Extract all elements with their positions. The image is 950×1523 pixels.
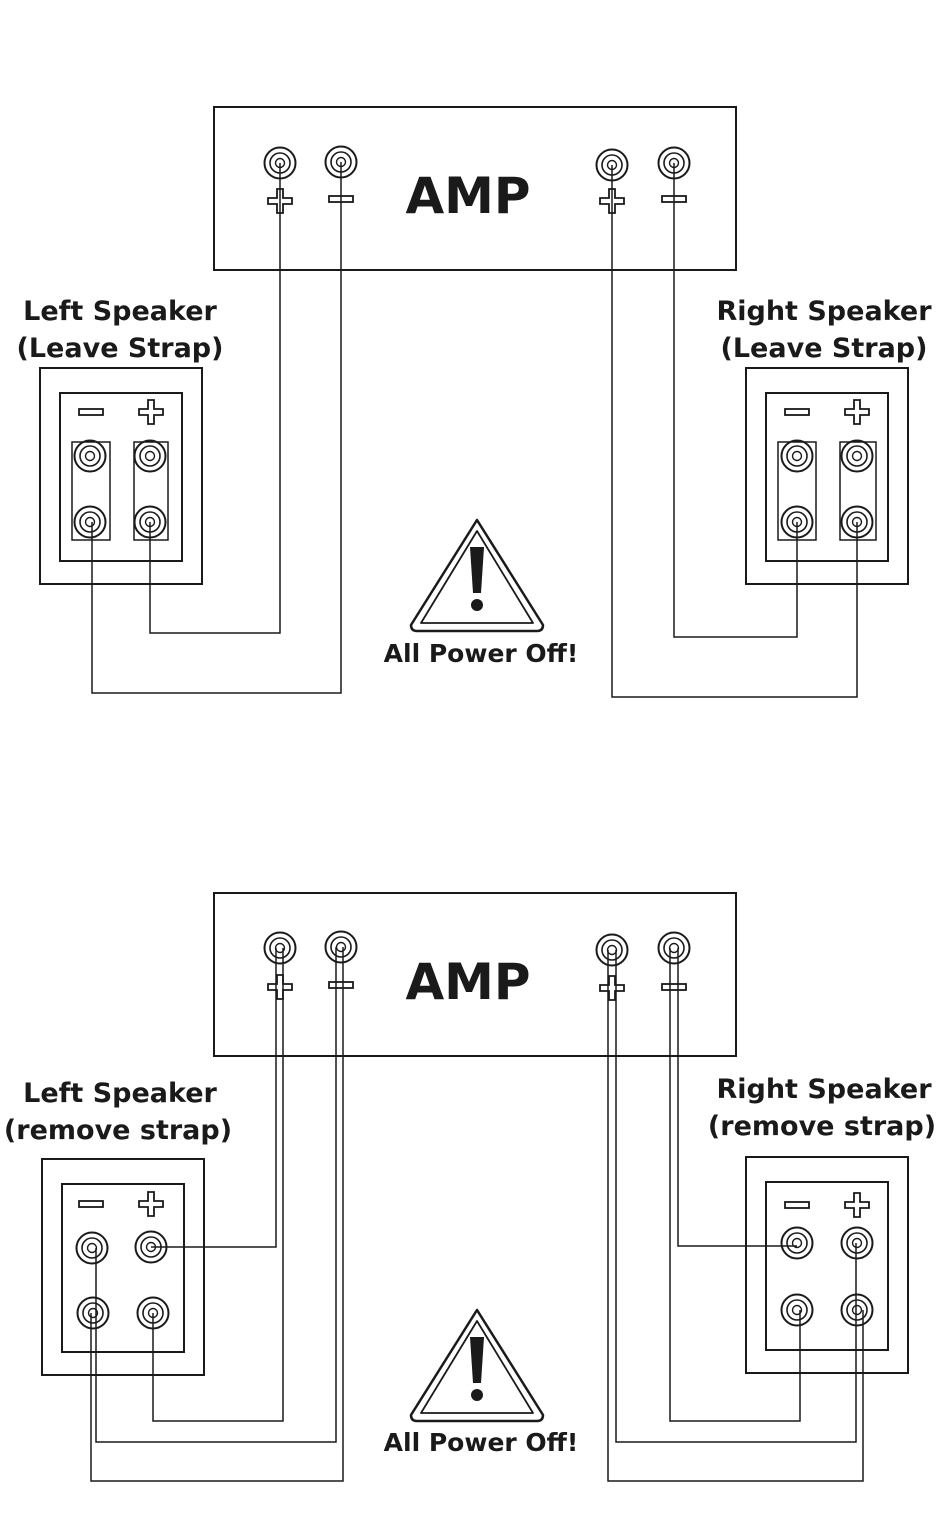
amp-terminal-left-negative xyxy=(326,932,357,989)
left-speaker-strap-positive xyxy=(134,442,168,540)
wire-left-negative-lower xyxy=(91,947,343,1481)
plus-symbol xyxy=(139,400,163,424)
left-speaker-terminal-box xyxy=(40,368,202,584)
left-speaker-title: Left Speaker xyxy=(23,1078,217,1109)
speaker-wires xyxy=(92,162,857,697)
right-speaker-terminal-box xyxy=(746,1157,908,1373)
warning-icon xyxy=(411,520,543,631)
amplifier-box: AMP xyxy=(214,893,736,1056)
left-speaker-terminal-box xyxy=(42,1159,204,1375)
amp-terminal-right-negative xyxy=(659,933,690,991)
minus-symbol xyxy=(79,409,103,415)
wire-right-positive xyxy=(612,165,857,697)
amp-terminal-right-positive xyxy=(597,935,628,1001)
plus-symbol xyxy=(845,400,869,424)
right-speaker-title: Right Speaker xyxy=(716,1074,932,1105)
warning-icon xyxy=(411,1310,543,1421)
diagram-leave-strap: AMP Left Speaker (Leave Strap) Right xyxy=(17,107,933,697)
warning-text: All Power Off! xyxy=(384,1428,579,1457)
wire-left-negative xyxy=(92,162,341,693)
right-speaker-terminal-box xyxy=(746,368,908,584)
minus-symbol xyxy=(79,1201,103,1207)
amp-terminal-left-positive xyxy=(265,933,296,1000)
plus-symbol xyxy=(845,1193,869,1217)
wire-left-negative-upper xyxy=(96,947,336,1442)
left-speaker-title: Left Speaker xyxy=(23,296,217,327)
right-speaker-subtitle: (remove strap) xyxy=(708,1111,936,1142)
amp-label: AMP xyxy=(405,167,530,225)
minus-symbol xyxy=(785,409,809,415)
right-speaker-subtitle: (Leave Strap) xyxy=(721,333,928,364)
left-speaker-subtitle: (remove strap) xyxy=(4,1115,232,1146)
warning-text: All Power Off! xyxy=(384,639,579,668)
amplifier-box: AMP xyxy=(214,107,736,270)
minus-symbol xyxy=(785,1202,809,1208)
left-speaker-subtitle: (Leave Strap) xyxy=(17,333,224,364)
right-speaker-title: Right Speaker xyxy=(716,296,932,327)
amp-label: AMP xyxy=(405,953,530,1011)
right-speaker-strap-positive xyxy=(840,442,876,540)
plus-symbol xyxy=(139,1192,163,1216)
diagram-remove-strap: AMP Left Speaker (remove strap) Right Sp… xyxy=(4,893,936,1481)
